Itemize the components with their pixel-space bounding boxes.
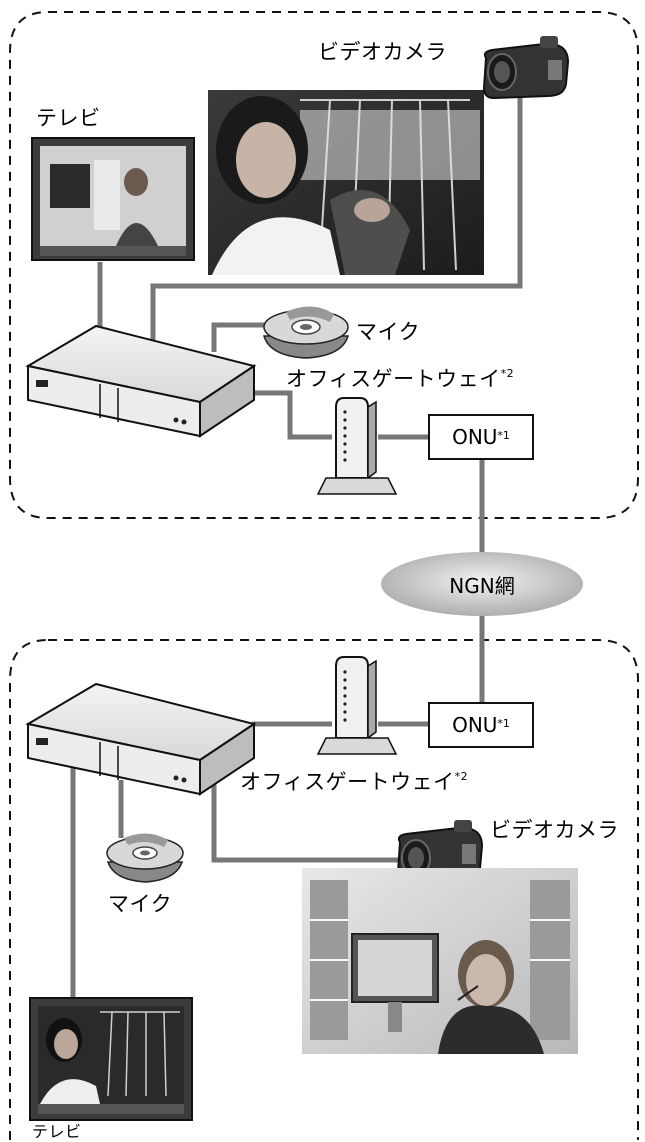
gateway-router-bottom: [316, 656, 398, 755]
gateway-router-top: [316, 397, 398, 495]
tv-top: [31, 137, 195, 261]
microphone-top: [262, 306, 350, 359]
tv-bottom: [29, 997, 193, 1121]
gateway-label-top: オフィスゲートウェイ*2: [286, 367, 515, 391]
ngn-label: NGN網: [449, 573, 515, 598]
site-top-boundary: [9, 11, 639, 519]
camera-label-top: ビデオカメラ: [318, 40, 447, 64]
camera-label-bottom: ビデオカメラ: [490, 818, 619, 842]
microphone-bottom: [106, 833, 184, 883]
ngn-network-cloud: [381, 552, 583, 616]
cables-bottom: [70, 614, 485, 1000]
tv-label-top: テレビ: [36, 106, 101, 130]
gateway-label-bottom: オフィスゲートウェイ*2: [240, 770, 469, 794]
photo-bottom: [302, 868, 578, 1054]
cables-top: [97, 92, 523, 562]
terminal-unit-top: [25, 324, 257, 438]
photo-top: [208, 90, 484, 275]
onu-note-top: *1: [497, 428, 510, 442]
onu-box-bottom: ONU*1: [428, 702, 534, 748]
video-camera-top: [482, 36, 570, 100]
terminal-unit-bottom: [25, 682, 257, 796]
onu-box-top: ONU*1: [428, 414, 534, 460]
onu-label-top: ONU: [452, 425, 498, 449]
mic-label-bottom: マイク: [108, 892, 173, 916]
onu-label-bottom: ONU: [452, 713, 498, 737]
gateway-note-bottom: *2: [454, 770, 469, 783]
mic-label-top: マイク: [356, 320, 421, 344]
gateway-note-top: *2: [500, 367, 515, 380]
site-bottom-boundary: [9, 639, 639, 1140]
tv-label-bottom: テレビ: [32, 1122, 82, 1141]
onu-note-bottom: *1: [497, 716, 510, 730]
